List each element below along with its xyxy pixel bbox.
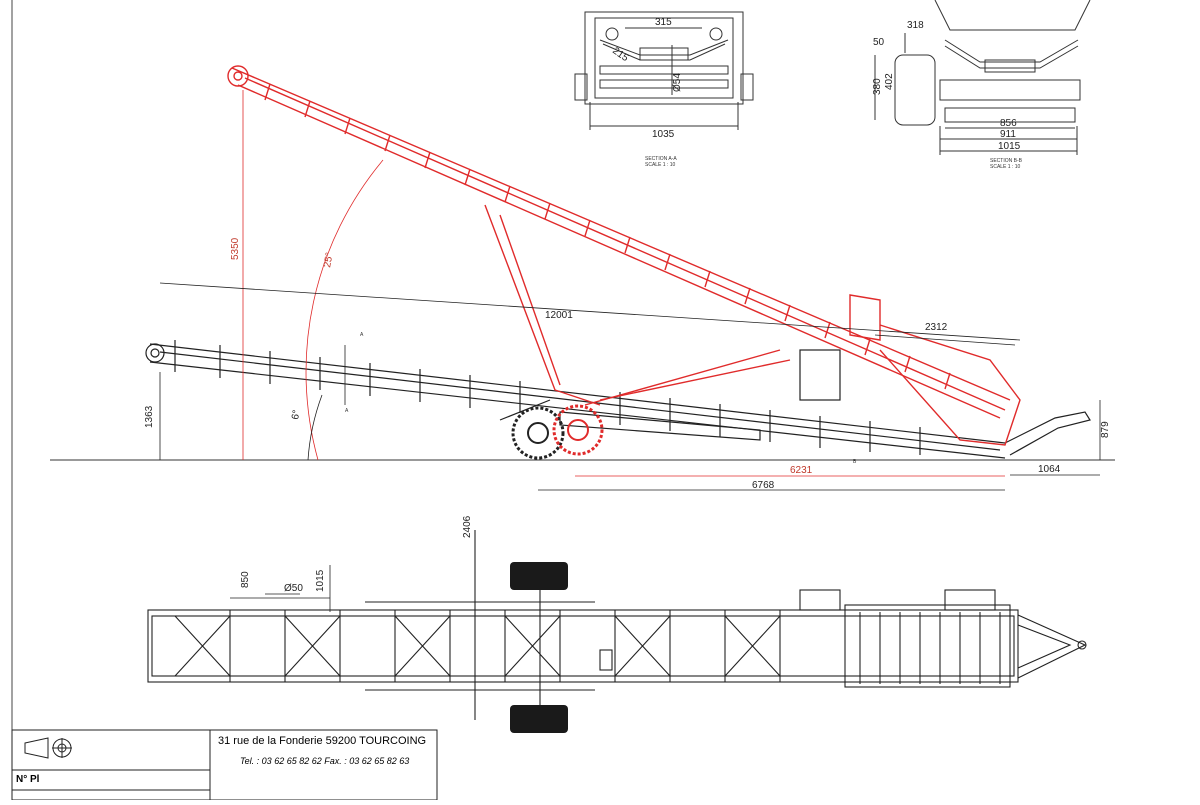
section-a-view	[574, 11, 754, 130]
raised-conveyor	[227, 65, 1021, 446]
dim-track-width: 2406	[462, 515, 473, 538]
wheel-raised	[552, 404, 604, 456]
section-marker-a-top: A	[360, 332, 364, 338]
section-a-scale: SCALE 1 : 10	[645, 162, 676, 168]
section-a-title: SECTION A-A	[645, 156, 677, 162]
company-phone-fax: Tel. : 03 62 65 82 62 Fax. : 03 62 65 82…	[240, 756, 410, 766]
section-marker-a-bottom: A	[345, 408, 349, 414]
dim-raised-base: 6231	[790, 465, 813, 476]
section-a-dim-top: 315	[655, 17, 672, 28]
section-a-dim-roller: Ø54	[672, 73, 683, 92]
dim-tail-height: 1363	[144, 405, 155, 428]
top-view	[147, 530, 1087, 720]
dim-raised-angle: 25°	[322, 252, 335, 269]
projection-symbol-icon	[24, 737, 72, 759]
section-marker-b: B	[853, 459, 857, 465]
section-b-scale: SCALE 1 : 10	[990, 164, 1021, 170]
section-b-view	[874, 0, 1091, 155]
wheel-hub-lowered	[527, 422, 549, 444]
company-address: 31 rue de la Fonderie 59200 TOURCOING	[218, 735, 427, 747]
dim-lowered-base: 6768	[752, 480, 775, 491]
dim-hitch-length: 1064	[1038, 464, 1061, 475]
dim-hitch-height: 879	[1100, 421, 1111, 438]
top-view-dimension-lines	[230, 565, 331, 612]
section-b-dim-h2: 402	[884, 73, 895, 90]
lowered-conveyor	[145, 340, 1091, 459]
wheel-hub-raised	[567, 419, 589, 441]
wheel-top-upper	[510, 562, 568, 590]
dim-top-1015: 1015	[315, 569, 326, 592]
wheel-top-lower	[510, 705, 568, 733]
section-b-title: SECTION B-B	[990, 158, 1023, 164]
section-b-dim-w1: 856	[1000, 118, 1017, 129]
section-b-dim-top: 318	[907, 20, 924, 31]
dim-top-850: 850	[240, 571, 251, 588]
dim-overhang: 2312	[925, 322, 948, 333]
section-b-dim-w3: 1015	[998, 141, 1021, 152]
section-a-dim-width: 1035	[652, 129, 675, 140]
dim-raised-height: 5350	[230, 237, 241, 260]
section-b-dim-h1: 380	[872, 78, 883, 95]
dim-top-diameter: Ø50	[284, 583, 303, 594]
plan-number-label: N° Pl	[16, 774, 40, 785]
section-b-dim-left-top: 50	[873, 37, 885, 48]
wheel-lowered	[511, 406, 565, 460]
side-view-dimension-lines	[159, 90, 1101, 491]
dim-length: 12001	[545, 310, 573, 321]
dim-lowered-angle: 6°	[290, 409, 302, 420]
section-b-dim-w2: 911	[1000, 129, 1016, 140]
